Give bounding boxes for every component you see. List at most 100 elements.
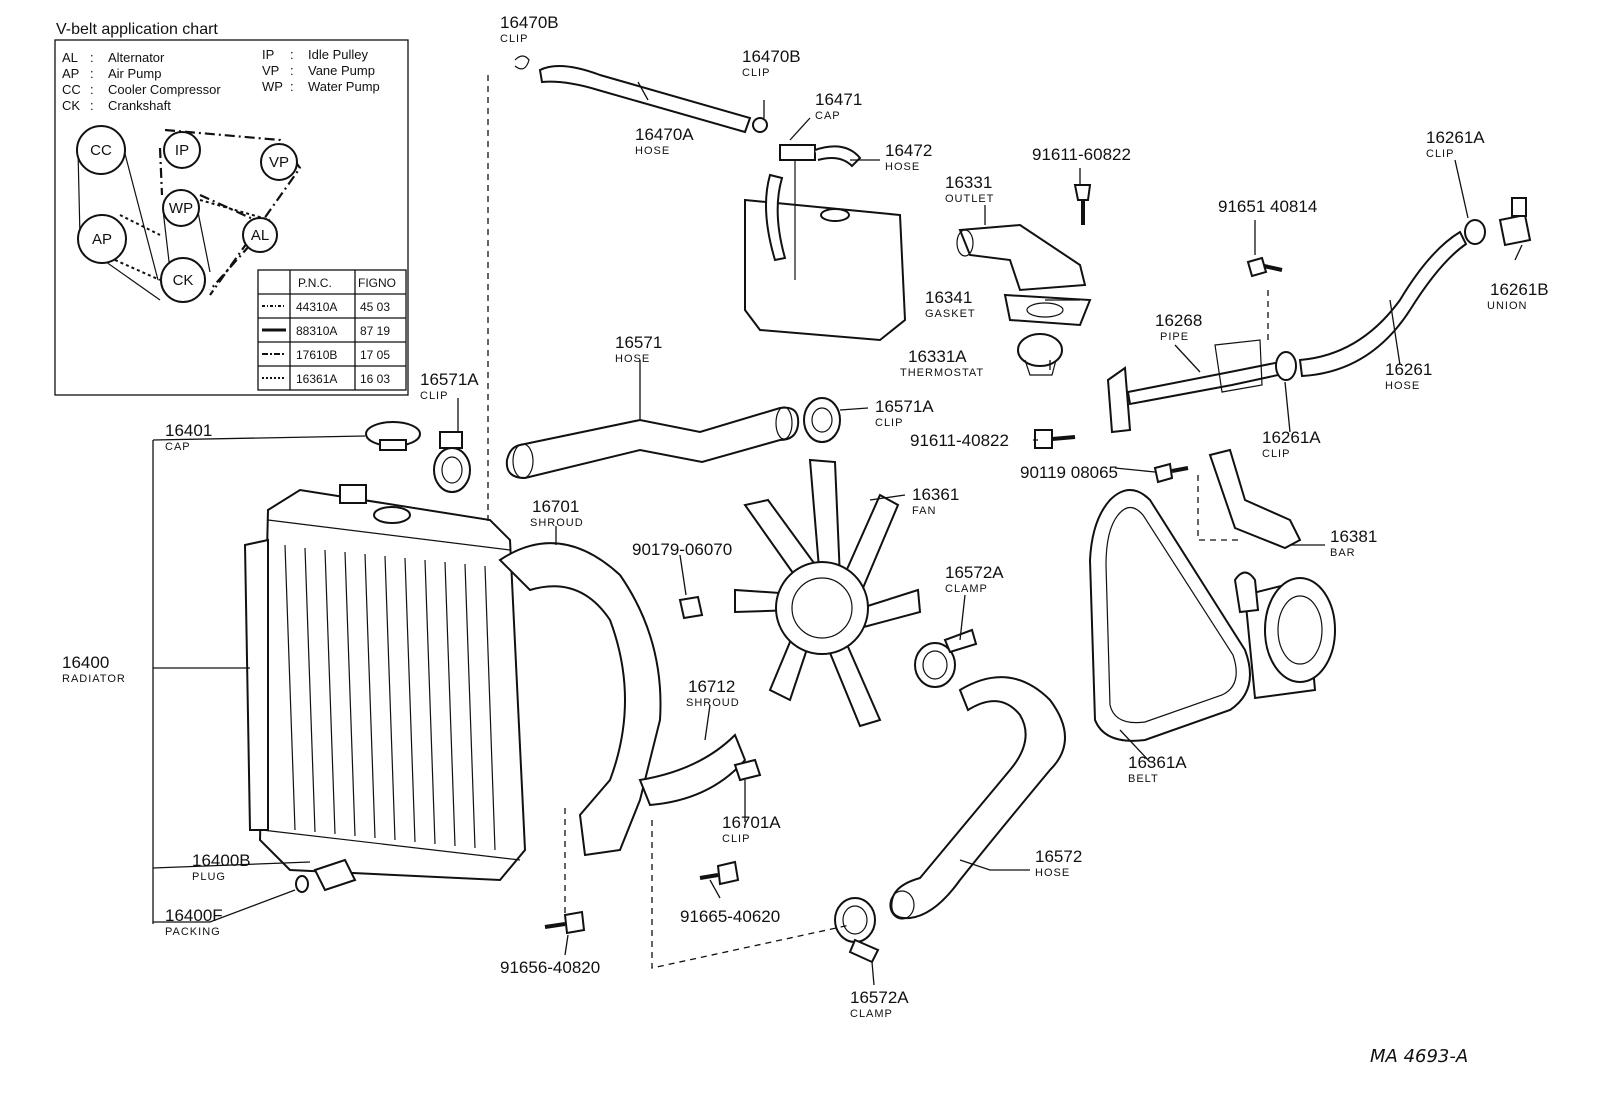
part-number: 91651 40814 [1218, 197, 1317, 216]
table-cell-fig: 87 19 [360, 324, 390, 338]
part-number: 16261A [1426, 128, 1485, 147]
part-number: 91611-40822 [910, 431, 1009, 450]
part-name: CLIP [742, 67, 770, 79]
part-name: CLAMP [850, 1008, 893, 1020]
label-16361a: 16361A BELT [1128, 753, 1187, 785]
label-16470a: 16470A HOSE [635, 125, 694, 157]
abbrev-sep: : [290, 79, 294, 94]
part-number: 16331 [945, 173, 992, 192]
label-90179-06070: 90179-06070 [632, 540, 732, 559]
gasket-drawing [1003, 293, 1092, 327]
part-name: SHROUD [686, 697, 740, 709]
table-cell-fig: 17 05 [360, 348, 390, 362]
abbrev-name: Crankshaft [108, 98, 171, 113]
adjusting-bar-drawing [1208, 448, 1302, 550]
part-name: CLIP [1262, 448, 1290, 460]
legend-title: V-belt application chart [56, 21, 218, 38]
label-91651-40814: 91651 40814 [1218, 197, 1317, 216]
abbrev-code: WP [262, 79, 283, 94]
abbrev-sep: : [90, 82, 94, 97]
packing-drawing [295, 875, 309, 893]
lower-shroud-drawing [638, 733, 747, 807]
reservoir-tank-drawing [744, 198, 907, 342]
overflow-hose-drawing [538, 65, 752, 134]
abbrev-name: Idle Pulley [308, 47, 368, 62]
part-name: HOSE [885, 161, 920, 173]
union-drawing [1498, 213, 1532, 247]
label-91611-40822: 91611-40822 [910, 431, 1009, 450]
abbrev-code: AP [62, 66, 79, 81]
abbrev-sep: : [290, 47, 294, 62]
pipe-drawing [1126, 358, 1294, 406]
part-name: FAN [912, 505, 936, 517]
lower-hose-drawing [890, 676, 1066, 920]
table-header-pnc: P.N.C. [298, 276, 332, 290]
part-number: 16261 [1385, 360, 1432, 379]
label-16571a-left: 16571A CLIP [420, 370, 479, 402]
part-name: SHROUD [530, 517, 584, 529]
abbrev-code: IP [262, 47, 274, 62]
table-header-figno: FIGNO [358, 276, 396, 290]
label-16472: 16472 HOSE [885, 141, 932, 173]
abbrev-name: Water Pump [308, 79, 380, 94]
water-pump-drawing [1233, 571, 1336, 700]
abbrev-sep: : [90, 98, 94, 113]
leader-lines [152, 75, 1523, 986]
part-number: 16470B [500, 13, 559, 32]
vbelt-legend: V-belt application chart AL : Alternator… [54, 21, 409, 396]
label-16381: 16381 BAR [1330, 527, 1377, 559]
abbrev-name: Vane Pump [308, 63, 375, 78]
part-number: 16331A [908, 347, 967, 366]
pulley-ap-label: AP [92, 231, 112, 248]
pulley-cc-label: CC [90, 142, 112, 159]
part-number: 16701A [722, 813, 781, 832]
part-number: 16571A [875, 397, 934, 416]
clip-16571a-right-drawing [803, 397, 841, 443]
label-16261: 16261 HOSE [1385, 360, 1432, 392]
abbrev-sep: : [90, 50, 94, 65]
pulley-ck: CK [160, 257, 206, 303]
abbrev-code: CC [62, 82, 81, 97]
part-number: 16268 [1155, 311, 1202, 330]
part-number: 16400B [192, 851, 251, 870]
label-16261b: 16261B UNION [1487, 280, 1549, 312]
table-cell-pnc: 88310A [296, 324, 337, 338]
table-cell-pnc: 16361A [296, 372, 337, 386]
pulley-al-label: AL [251, 227, 269, 244]
clip-16571a-drawing [433, 431, 471, 493]
part-number: 16470B [742, 47, 801, 66]
part-name: UNION [1487, 300, 1527, 312]
label-91665-40620: 91665-40620 [680, 907, 780, 926]
part-name: CLIP [722, 833, 750, 845]
label-16571: 16571 HOSE [615, 333, 662, 365]
part-name: CLIP [875, 417, 903, 429]
part-name: HOSE [615, 353, 650, 365]
label-16400f: 16400F PACKING [165, 906, 223, 938]
label-16401: 16401 CAP [165, 421, 212, 453]
label-90119-08065: 90119 08065 [1020, 463, 1118, 482]
abbrev-sep: : [90, 66, 94, 81]
shroud-clip-drawing [733, 758, 762, 782]
label-16471: 16471 CAP [815, 90, 862, 122]
part-name: THERMOSTAT [900, 367, 984, 379]
label-16400: 16400 RADIATOR [62, 653, 125, 685]
pulley-vp-label: VP [269, 154, 289, 171]
bolt-drawing [1034, 429, 1053, 449]
abbrev-code: AL [62, 50, 78, 65]
part-number: 16401 [165, 421, 212, 440]
part-number: 16361 [912, 485, 959, 504]
fan-drawing [734, 458, 922, 728]
part-number: 90119 08065 [1020, 463, 1118, 482]
part-labels: 16470B CLIP 16470B CLIP 16471 CAP 16470A… [62, 13, 1549, 1020]
thermostat-drawing [1017, 333, 1063, 367]
abbrev-name: Air Pump [108, 66, 161, 81]
label-16572a-top: 16572A CLAMP [945, 563, 1004, 595]
bolt-drawing [1246, 256, 1268, 278]
label-16331a: 16331A THERMOSTAT [900, 347, 984, 379]
clip-drawing [1464, 219, 1486, 245]
part-name: CLIP [420, 390, 448, 402]
label-16712: 16712 SHROUD [686, 677, 740, 709]
part-name: CLAMP [945, 583, 988, 595]
label-16470b-top: 16470B CLIP [500, 13, 559, 45]
